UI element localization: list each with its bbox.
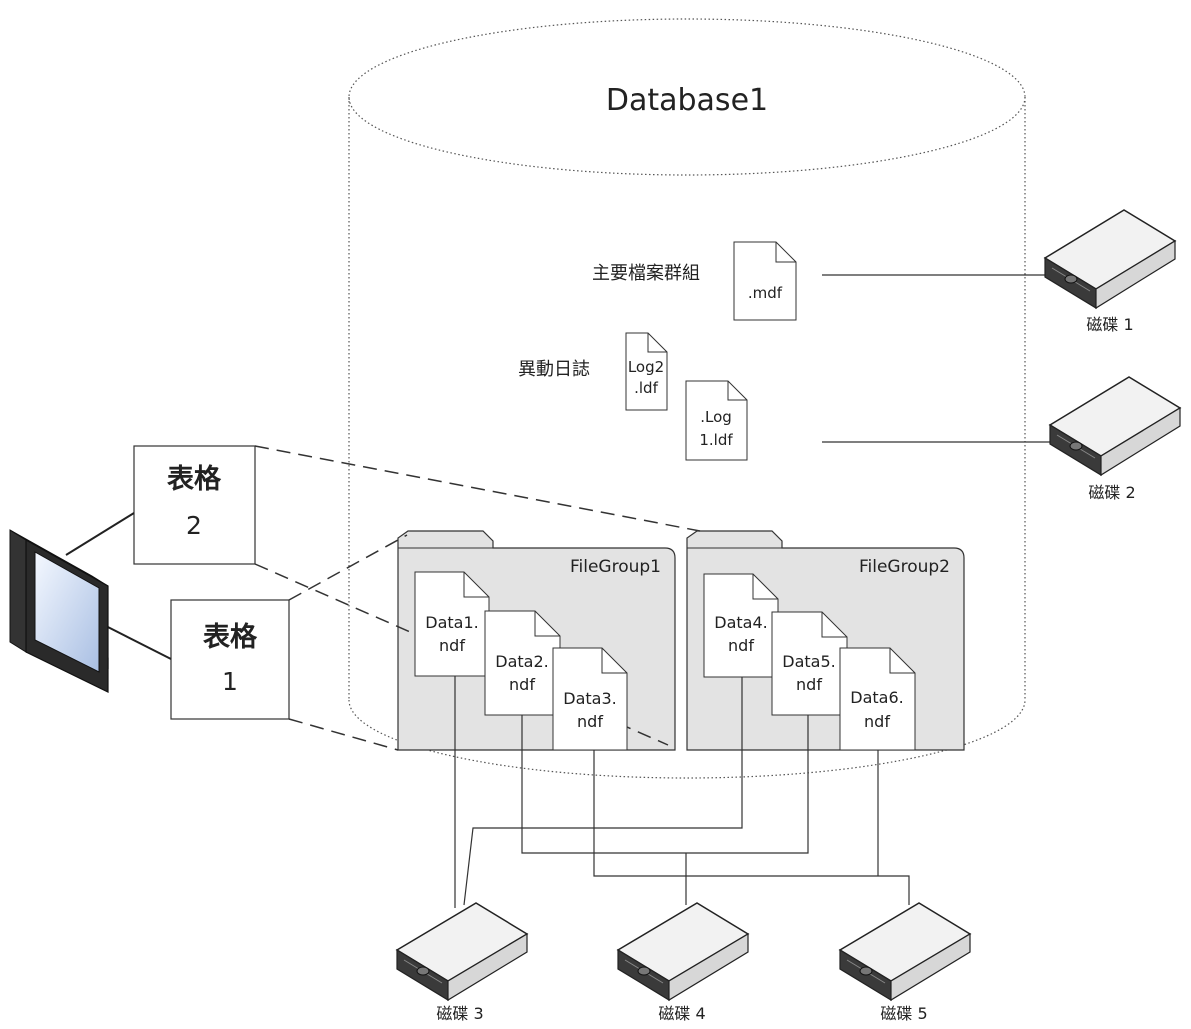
ldf-file-line2: .ldf (634, 379, 658, 397)
table-1-label: 表格 (203, 622, 258, 653)
disk-5-label: 磁碟 5 (880, 1004, 927, 1023)
ndf-file-icon: Data3. ndf (552, 647, 628, 751)
ndf-file-line1: Data1. (425, 613, 478, 632)
ldf-file-icon: Log2 .ldf (625, 332, 668, 411)
disk-5-icon: 磁碟 5 (838, 902, 972, 1023)
ndf-file-line2: ndf (439, 636, 465, 655)
table-2-label: 表格 (167, 464, 222, 495)
ndf-file-line1: Data6. (850, 688, 903, 707)
disk-4-label: 磁碟 4 (658, 1004, 705, 1023)
ndf-file-line1: Data4. (714, 613, 767, 632)
ndf-file-line1: Data2. (495, 652, 548, 671)
ndf-file-line2: ndf (796, 675, 822, 694)
ndf-file-line2: ndf (577, 712, 603, 731)
primary-filegroup-label: 主要檔案群組 (592, 263, 700, 284)
ndf-file-icon: Data6. ndf (839, 647, 916, 751)
database-cylinder: Database1 (348, 18, 1026, 779)
ndf-file-line2: ndf (728, 636, 754, 655)
disk-3-label: 磁碟 3 (436, 1004, 483, 1023)
disk-1-label: 磁碟 1 (1086, 315, 1133, 334)
table-1-number: 1 (222, 667, 238, 696)
filegroup2-name: FileGroup2 (859, 557, 950, 577)
ldf-file-icon: .Log 1.ldf (685, 380, 748, 461)
disk-3-icon: 磁碟 3 (395, 902, 529, 1023)
ldf-file-line1: .Log (700, 408, 732, 426)
monitor-icon (9, 512, 172, 693)
disk-connection-lines (454, 676, 910, 908)
mdf-file-name: .mdf (748, 284, 783, 302)
ndf-file-icon: Data4. ndf (703, 573, 779, 678)
disk-2-icon: 磁碟 2 (1048, 376, 1182, 502)
disk-2-label: 磁碟 2 (1088, 483, 1135, 502)
table-2-number: 2 (186, 511, 202, 540)
transaction-log: 異動日誌 Log2 .ldf .Log 1.ldf (518, 332, 1055, 461)
ndf-file-icon: Data5. ndf (771, 611, 848, 716)
table-2: 表格 2 (133, 445, 256, 565)
ndf-file-line2: ndf (864, 712, 890, 731)
ndf-file-line2: ndf (509, 675, 535, 694)
disk-1-icon: 磁碟 1 (1043, 209, 1177, 334)
ndf-file-icon: Data2. ndf (484, 610, 561, 716)
disk-4-icon: 磁碟 4 (616, 902, 750, 1023)
primary-filegroup: 主要檔案群組 .mdf (592, 241, 1050, 321)
ndf-file-line1: Data3. (563, 689, 616, 708)
ndf-file-icon: Data1. ndf (414, 571, 490, 677)
filegroup1-name: FileGroup1 (570, 557, 661, 577)
database-title: Database1 (606, 83, 768, 118)
ldf-file-line1: Log2 (628, 358, 664, 376)
ndf-file-line1: Data5. (782, 652, 835, 671)
ldf-file-line2: 1.ldf (699, 431, 733, 449)
table-1: 表格 1 (170, 599, 290, 720)
mdf-file-icon: .mdf (733, 241, 797, 321)
transaction-log-label: 異動日誌 (518, 359, 590, 380)
